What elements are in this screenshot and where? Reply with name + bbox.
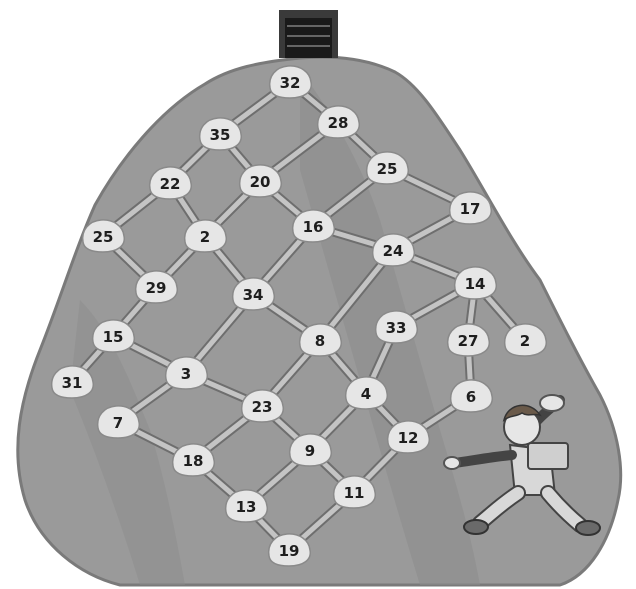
rock-node[interactable]: 14 [455, 267, 497, 299]
rock-number: 16 [303, 218, 324, 236]
rock-number: 12 [398, 429, 419, 447]
rock-number: 2 [520, 332, 530, 350]
rock-number: 33 [386, 319, 407, 337]
rock-node[interactable]: 20 [240, 165, 282, 197]
rock-number: 19 [279, 542, 300, 560]
rock-node[interactable]: 28 [318, 106, 360, 138]
rock-node[interactable]: 3 [166, 357, 208, 389]
rock-node[interactable]: 11 [334, 476, 376, 508]
rock-node[interactable]: 19 [269, 534, 311, 566]
rock-node[interactable]: 6 [451, 380, 493, 412]
rock-number: 22 [160, 175, 181, 193]
rock-node[interactable]: 24 [373, 234, 415, 266]
rock-number: 23 [252, 398, 273, 416]
rock-node[interactable]: 29 [136, 271, 178, 303]
rock-node[interactable]: 23 [242, 390, 284, 422]
rock-node[interactable]: 25 [83, 220, 125, 252]
rock-node[interactable]: 12 [388, 421, 430, 453]
rock-number: 25 [377, 160, 398, 178]
rock-number: 18 [183, 452, 204, 470]
rock-node[interactable]: 33 [376, 311, 418, 343]
rock-node[interactable]: 2 [185, 220, 227, 252]
rock-number: 31 [62, 374, 83, 392]
rock-number: 9 [305, 442, 315, 460]
rock-node[interactable]: 9 [290, 434, 332, 466]
rock-node[interactable]: 31 [52, 366, 94, 398]
rock-number: 11 [344, 484, 365, 502]
rock-number: 14 [465, 275, 486, 293]
rock-node[interactable]: 34 [233, 278, 275, 310]
rock-number: 6 [466, 388, 476, 406]
mine-entrance-icon [279, 10, 338, 58]
rock-number: 32 [280, 74, 301, 92]
rock-node[interactable]: 32 [270, 66, 312, 98]
rock-number: 27 [458, 332, 479, 350]
rock-number: 15 [103, 328, 124, 346]
rock-number: 3 [181, 365, 191, 383]
rock-node[interactable]: 15 [93, 320, 135, 352]
rock-number: 34 [243, 286, 264, 304]
rock-number: 2 [200, 228, 210, 246]
rock-node[interactable]: 35 [200, 118, 242, 150]
rock-number: 20 [250, 173, 271, 191]
rock-node[interactable]: 13 [226, 490, 268, 522]
rock-node[interactable]: 27 [448, 324, 490, 356]
rock-number: 35 [210, 126, 231, 144]
rock-node[interactable]: 2 [505, 324, 547, 356]
rock-number: 29 [146, 279, 167, 297]
rock-number: 8 [315, 332, 325, 350]
rock-number: 24 [383, 242, 404, 260]
rock-number: 28 [328, 114, 349, 132]
rock-number: 4 [361, 385, 371, 403]
rock-node[interactable]: 22 [150, 167, 192, 199]
rock-node[interactable]: 18 [173, 444, 215, 476]
rock-node[interactable]: 16 [293, 210, 335, 242]
rock-number: 7 [113, 414, 123, 432]
rock-number: 25 [93, 228, 114, 246]
rock-node[interactable]: 25 [367, 152, 409, 184]
rock-number: 17 [460, 200, 481, 218]
rock-node[interactable]: 4 [346, 377, 388, 409]
rock-node[interactable]: 7 [98, 406, 140, 438]
rock-node[interactable]: 17 [450, 192, 492, 224]
rock-node[interactable]: 8 [300, 324, 342, 356]
rock-number: 13 [236, 498, 257, 516]
